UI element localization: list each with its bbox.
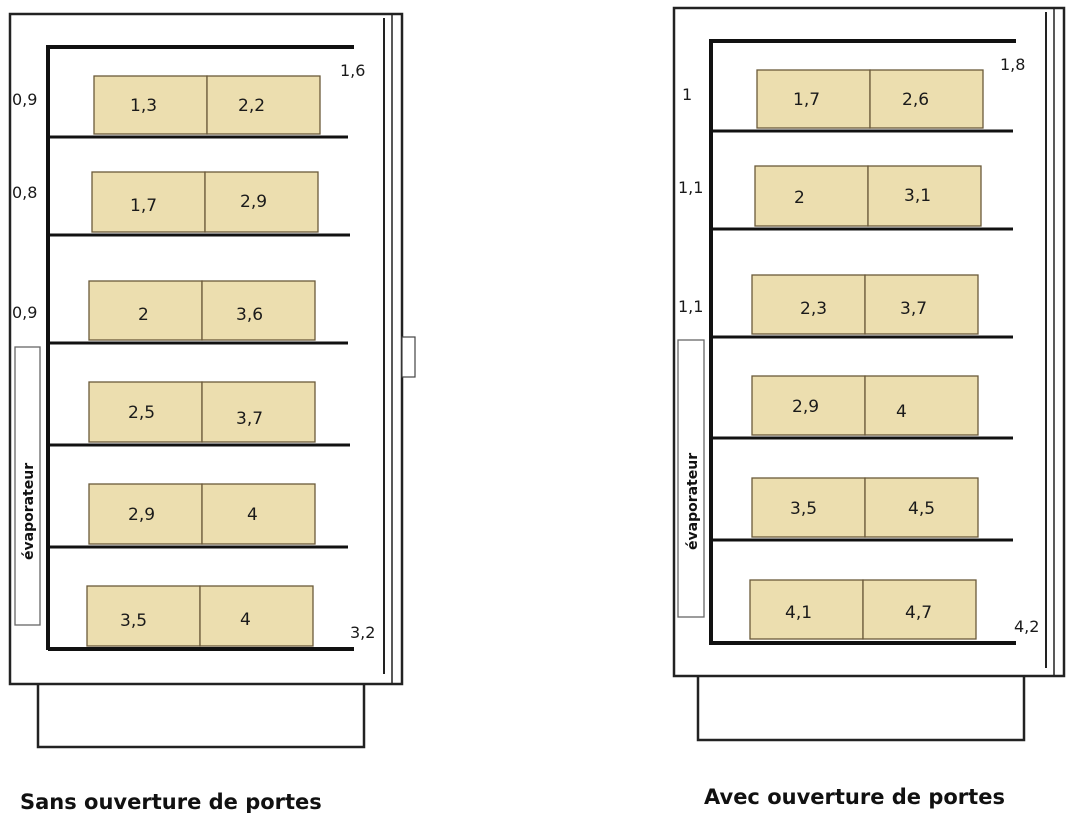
product-box [864,477,979,538]
temperature-value: 2,9 [128,505,155,525]
product-box [93,75,208,135]
product-box [201,483,316,545]
temperature-value: 2,9 [240,192,267,212]
left-temperature: 1 [682,85,692,104]
product-box [201,280,316,341]
top-right-temperature: 1,8 [1000,55,1025,74]
base [36,684,366,749]
left-temperature: 1,1 [678,178,703,197]
temperature-value: 1,7 [130,196,157,216]
left-temperature: 0,9 [12,303,37,322]
product-box [862,579,977,640]
evaporator [14,346,41,626]
left-temperature: 0,8 [12,183,37,202]
temperature-value: 2,2 [238,96,265,116]
door-handle [401,336,416,378]
product-box [91,171,206,233]
product-box [88,483,203,545]
top-right-temperature: 1,6 [340,61,365,80]
temperature-value: 2,9 [792,397,819,417]
fridge-without-door-opening: évaporateur 1,3 2,2 1,7 2,9 2 3,6 2,5 3,… [8,12,416,813]
evaporator-label: évaporateur [21,463,37,560]
cabinet-outline [672,6,1066,678]
product-box [751,274,866,335]
product-box [864,274,979,335]
temperature-value: 3,7 [900,299,927,319]
base [696,676,1026,742]
product-box [864,375,979,436]
temperature-value: 4,5 [908,499,935,519]
temperature-value: 2,5 [128,403,155,423]
product-box [751,477,866,538]
temperature-value: 1,3 [130,96,157,116]
cabinet-outline [8,12,404,686]
product-box [751,375,866,436]
product-box [754,165,869,227]
temperature-value: 3,6 [236,305,263,325]
temperature-value: 2,6 [902,90,929,110]
diagram-caption: Sans ouverture de portes [20,790,322,813]
evaporator-label: évaporateur [685,453,701,550]
product-box [86,585,201,647]
bottom-right-temperature: 4,2 [1014,617,1039,636]
left-temperature: 0,9 [12,90,37,109]
temperature-value: 4 [240,610,251,630]
temperature-value: 2 [138,305,149,325]
temperature-value: 3,1 [904,186,931,206]
temperature-value: 3,7 [236,409,263,429]
product-box [869,69,984,129]
product-box [206,75,321,135]
product-box [756,69,871,129]
product-box [199,585,314,647]
left-temperature: 1,1 [678,297,703,316]
product-box [201,381,316,443]
evaporator [677,339,705,618]
product-box [867,165,982,227]
product-box [749,579,864,640]
temperature-value: 2,3 [800,299,827,319]
temperature-value: 2 [794,188,805,208]
diagram-caption: Avec ouverture de portes [704,785,1005,809]
bottom-right-temperature: 3,2 [350,623,375,642]
temperature-value: 3,5 [790,499,817,519]
temperature-value: 4 [896,402,907,422]
temperature-value: 4 [247,505,258,525]
product-box [88,280,203,341]
product-box [204,171,319,233]
temperature-value: 4,7 [905,603,932,623]
fridge-with-door-opening: évaporateur 1,7 2,6 2 3,1 2,3 3,7 2,9 4 [672,6,1066,809]
temperature-value: 3,5 [120,611,147,631]
temperature-value: 4,1 [785,603,812,623]
temperature-value: 1,7 [793,90,820,110]
